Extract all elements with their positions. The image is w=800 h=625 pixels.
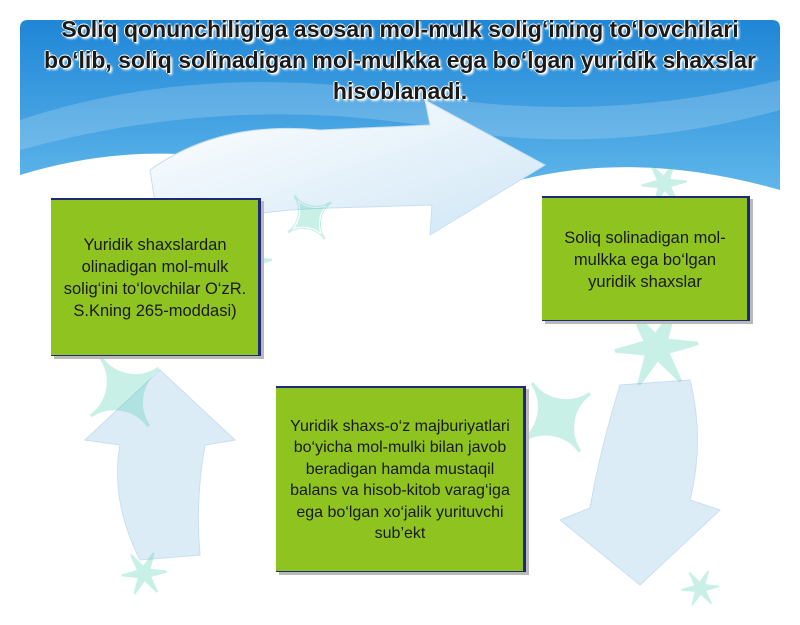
slide-title: Soliq qonunchiligiga asosan mol-mulk sol… [44,16,756,104]
box-left-text: Yuridik shaxslardan olinadigan mol-mulk … [63,236,247,320]
right-cycle-arrow [559,379,721,586]
box-right-legal-entities: Soliq solinadigan mol-mulkka ega bo‘lgan… [542,196,750,321]
left-cycle-arrow [83,369,237,561]
box-bottom-text: Yuridik shaxs-o‘z majburiyatlari bo‘yich… [290,417,510,543]
background-graphic [20,20,780,586]
box-left-taxpayers: Yuridik shaxslardan olinadigan mol-mulk … [51,198,261,356]
box-right-text: Soliq solinadigan mol-mulkka ega bo‘lgan… [564,228,726,291]
box-bottom-definition: Yuridik shaxs-o‘z majburiyatlari bo‘yich… [276,386,526,572]
